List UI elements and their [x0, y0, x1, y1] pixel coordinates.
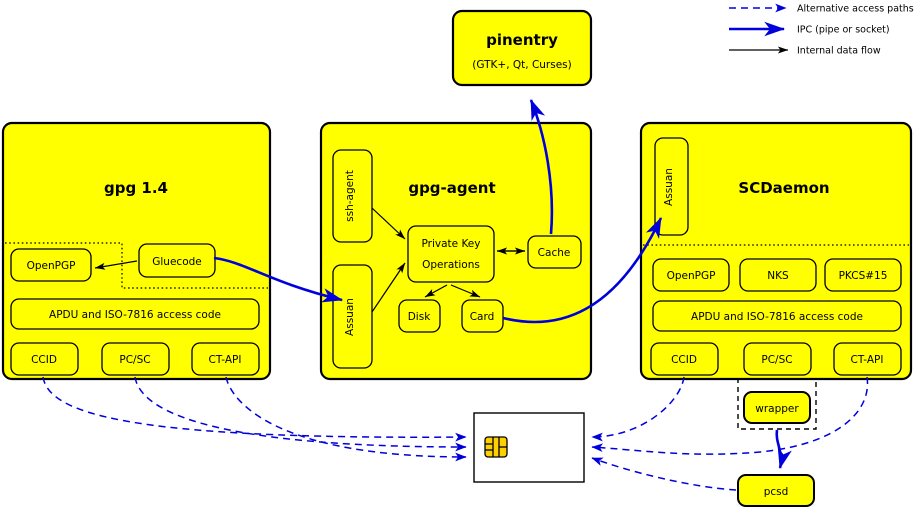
gpg-agent-assuan-label: Assuan — [344, 298, 356, 336]
legend-label-ipc: IPC (pipe or socket) — [797, 25, 890, 36]
flow-ssh-agent-to-pko — [371, 207, 406, 240]
pinentry-subtitle: (GTK+, Qt, Curses) — [472, 59, 572, 71]
gpg-agent-private-key-ops-box[interactable] — [407, 225, 495, 283]
scdaemon-assuan-label: Assuan — [663, 168, 675, 206]
pcsd-box[interactable] — [737, 474, 815, 507]
gpg-agent-cache-label: Cache — [538, 247, 571, 259]
scdaemon-driver-pcsc-box[interactable] — [743, 342, 812, 376]
gpg-driver-ccid-box[interactable] — [10, 342, 79, 376]
alt-scdaemon-ctapi-to-card — [591, 376, 869, 455]
ipc-gpg-agent-to-scdaemon — [502, 217, 663, 324]
gpg-driver-ccid-label: CCID — [31, 354, 57, 366]
gpg-driver-ctapi-box[interactable] — [191, 342, 260, 376]
gpg-openpgp-label: OpenPGP — [27, 260, 76, 272]
private-key-ops-line1: Private Key — [422, 238, 481, 250]
ipc-gpg-to-gpg-agent — [213, 256, 344, 303]
flow-pko-to-disk — [424, 284, 448, 298]
node-wrapper[interactable]: wrapper — [737, 378, 817, 430]
wrapper-box[interactable] — [743, 391, 811, 424]
gpg-title: gpg 1.4 — [104, 179, 168, 197]
private-key-ops-line2: Operations — [422, 259, 480, 271]
ipc-wrapper-to-pcsd — [775, 429, 792, 470]
ipc-gpg-agent-to-pinentry — [529, 99, 554, 235]
legend-label-internal: Internal data flow — [797, 46, 881, 57]
scdaemon-app-openpgp-box[interactable] — [652, 258, 730, 292]
gpg-gluecode-label: Gluecode — [152, 256, 202, 268]
scdaemon-apdu-box[interactable] — [652, 300, 902, 332]
node-gpg[interactable]: gpg 1.4 OpenPGP Gluecode APDU and ISO-78… — [1, 121, 272, 381]
alt-gpg-pcsc-to-card — [134, 376, 467, 452]
gpg-openpgp-box[interactable] — [10, 248, 92, 282]
node-scdaemon[interactable]: SCDaemon Assuan OpenPGP NKS PKCS#15 APDU… — [639, 121, 913, 381]
node-smartcard[interactable] — [473, 412, 585, 483]
node-pcsd[interactable]: pcsd — [737, 474, 815, 507]
alt-gpg-ccid-to-card — [42, 376, 467, 442]
gpg-driver-ctapi-label: CT-API — [209, 354, 242, 366]
gpg-apdu-label: APDU and ISO-7816 access code — [49, 309, 221, 321]
legend: Alternative access paths IPC (pipe or so… — [729, 4, 914, 57]
gpg-agent-title: gpg-agent — [408, 179, 495, 197]
scdaemon-app-openpgp-label: OpenPGP — [667, 270, 716, 282]
gpg-agent-card-box[interactable] — [461, 299, 504, 333]
node-pinentry[interactable]: pinentry (GTK+, Qt, Curses) — [451, 9, 593, 87]
alternative-access-paths — [42, 376, 869, 491]
scdaemon-driver-ccid-label: CCID — [671, 354, 697, 366]
gpg-agent-ssh-agent-label: ssh-agent — [344, 170, 356, 222]
node-gpg-agent[interactable]: gpg-agent ssh-agent Assuan Private Key O… — [319, 121, 593, 381]
scdaemon-apdu-label: APDU and ISO-7816 access code — [691, 311, 863, 323]
legend-label-alt-paths: Alternative access paths — [797, 4, 914, 15]
alt-pcsd-to-card — [591, 457, 737, 491]
gpg-gluecode-box[interactable] — [138, 243, 216, 278]
scdaemon-app-nks-label: NKS — [767, 270, 789, 282]
gpg-driver-pcsc-box[interactable] — [101, 342, 170, 376]
gpg-agent-cache-box[interactable] — [527, 235, 582, 269]
scdaemon-title: SCDaemon — [738, 179, 829, 197]
scdaemon-app-pkcs15-label: PKCS#15 — [839, 270, 888, 282]
gpg-agent-ssh-agent-box[interactable] — [332, 149, 373, 243]
smartcard-chip-icon — [484, 436, 508, 458]
wrapper-dashed-region — [737, 378, 817, 430]
scdaemon-driver-pcsc-label: PC/SC — [761, 354, 792, 366]
scdaemon-driver-ctapi-box[interactable] — [833, 342, 902, 376]
flow-gluecode-to-openpgp — [94, 260, 138, 270]
scdaemon-app-nks-box[interactable] — [739, 258, 817, 292]
pinentry-box[interactable] — [451, 9, 593, 87]
gpg-agent-disk-box[interactable] — [398, 299, 441, 333]
scdaemon-app-pkcs15-box[interactable] — [824, 258, 902, 292]
flow-pko-to-card — [450, 284, 481, 298]
scdaemon-assuan-box[interactable] — [654, 137, 689, 236]
pinentry-title: pinentry — [486, 31, 558, 49]
scdaemon-driver-ctapi-label: CT-API — [851, 354, 884, 366]
ipc-links — [213, 99, 792, 470]
gpg-agent-disk-label: Disk — [408, 311, 431, 323]
scdaemon-driver-ccid-box[interactable] — [650, 342, 719, 376]
flow-assuan-to-pko — [371, 262, 406, 313]
alt-scdaemon-ccid-to-card — [591, 376, 685, 442]
alt-gpg-ctapi-to-card — [225, 376, 467, 462]
wrapper-label: wrapper — [755, 403, 799, 415]
gpg-driver-pcsc-label: PC/SC — [119, 354, 150, 366]
gpg-apdu-box[interactable] — [10, 298, 260, 330]
gpg-agent-card-label: Card — [470, 311, 495, 323]
pcsd-label: pcsd — [764, 486, 789, 498]
gpg-card-layer-region — [5, 242, 268, 289]
